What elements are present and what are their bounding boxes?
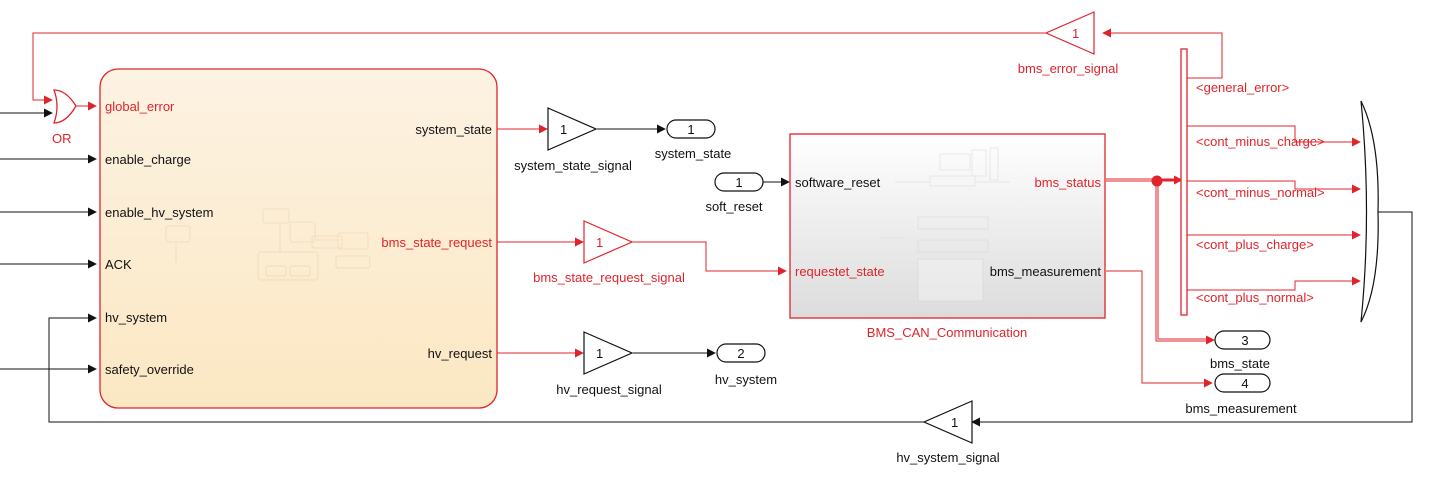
subsystem-output-bms-status: bms_status [1035, 175, 1102, 190]
subsystem-bms-can-communication[interactable]: software_reset requestet_state bms_statu… [789, 133, 1106, 340]
or-gate[interactable]: OR [52, 89, 77, 146]
bus-selector-out-cont-plus-charge: <cont_plus_charge> [1196, 237, 1314, 252]
gain-state-request-value: 1 [596, 235, 603, 250]
gain-hv-request-value: 1 [596, 346, 603, 361]
chart-input-enable-charge: enable_charge [105, 152, 191, 167]
subsystem-name: BMS_CAN_Communication [867, 325, 1027, 340]
outport-bms-state[interactable]: 3 bms_state [1210, 330, 1271, 371]
outport-hv-system[interactable]: 2 hv_system [715, 343, 777, 387]
outport-bms-measurement-label: bms_measurement [1185, 401, 1297, 416]
outport-system-state-number: 1 [687, 122, 694, 137]
bus-selector-out-cont-minus-normal: <cont_minus_normal> [1196, 185, 1325, 200]
line-error-feedback[interactable] [1102, 28, 1223, 79]
subsystem-input-software-reset: software_reset [795, 175, 881, 190]
line-bms-measurement[interactable] [1106, 270, 1213, 388]
outport-system-state-label: system_state [655, 146, 732, 161]
inport-soft-reset[interactable]: 1 soft_reset [705, 172, 764, 214]
chart-output-system-state: system_state [415, 122, 492, 137]
line-state-request-to-sub[interactable] [633, 241, 787, 276]
outport-hv-system-number: 2 [737, 346, 744, 361]
bus-selector-out-general-error: <general_error> [1196, 80, 1289, 95]
gain-system-state[interactable]: 1 system_state_signal [514, 107, 632, 173]
line-hv-system-feedback[interactable] [48, 313, 924, 423]
gain-hv-system[interactable]: 1 hv_system_signal [896, 400, 1000, 465]
gain-error[interactable]: 1 bms_error_signal [1018, 11, 1119, 76]
line-sel-cont-minus-charge[interactable] [1186, 125, 1361, 147]
inport-soft-reset-label: soft_reset [705, 199, 762, 214]
gain-hv-system-value: 1 [951, 415, 958, 430]
or-gate-label: OR [52, 131, 72, 146]
chart-thumbnail [165, 208, 371, 281]
gain-state-request-label: bms_state_request_signal [533, 270, 685, 285]
outport-bms-measurement-number: 4 [1241, 376, 1248, 391]
gain-error-label: bms_error_signal [1018, 61, 1119, 76]
outport-bms-state-number: 3 [1241, 333, 1248, 348]
gain-hv-request-label: hv_request_signal [556, 382, 662, 397]
outport-bms-state-label: bms_state [1210, 356, 1270, 371]
bus-selector-out-cont-plus-normal: <cont_plus_normal> [1196, 290, 1314, 305]
logical-or-right[interactable] [1360, 100, 1379, 323]
line-sel-cont-plus-normal[interactable] [1186, 276, 1361, 291]
gain-system-state-value: 1 [560, 122, 567, 137]
outport-hv-system-label: hv_system [715, 372, 777, 387]
chart-input-enable-hv-system: enable_hv_system [105, 205, 213, 220]
gain-error-value: 1 [1072, 26, 1079, 41]
bus-selector[interactable]: <general_error> <cont_minus_charge> <con… [1180, 48, 1325, 316]
gain-state-request[interactable]: 1 bms_state_request_signal [533, 220, 685, 285]
subsystem-input-requestet-state: requestet_state [795, 264, 885, 279]
stateflow-chart[interactable]: global_error enable_charge enable_hv_sys… [99, 68, 498, 409]
inport-soft-reset-number: 1 [735, 175, 742, 190]
gain-system-state-label: system_state_signal [514, 158, 632, 173]
outport-bms-measurement[interactable]: 4 bms_measurement [1185, 373, 1297, 416]
outport-system-state[interactable]: 1 system_state [655, 119, 732, 161]
chart-input-hv-system: hv_system [105, 310, 167, 325]
chart-output-bms-state-request: bms_state_request [381, 235, 492, 250]
bus-selector-out-cont-minus-charge: <cont_minus_charge> [1196, 134, 1325, 149]
gain-hv-request[interactable]: 1 hv_request_signal [556, 331, 662, 397]
chart-input-global-error: global_error [105, 99, 175, 114]
chart-input-ack: ACK [105, 257, 132, 272]
branch-point [1151, 175, 1163, 187]
line-sel-cont-minus-normal[interactable] [1186, 180, 1361, 194]
line-error-to-or[interactable] [32, 32, 1046, 105]
chart-output-hv-request: hv_request [428, 346, 493, 361]
subsystem-output-bms-measurement: bms_measurement [990, 264, 1102, 279]
subsystem-thumbnail [880, 147, 1010, 302]
signal-lines [0, 28, 1413, 427]
line-mux-out[interactable] [971, 211, 1413, 427]
gain-hv-system-label: hv_system_signal [896, 450, 999, 465]
chart-input-safety-override: safety_override [105, 362, 194, 377]
